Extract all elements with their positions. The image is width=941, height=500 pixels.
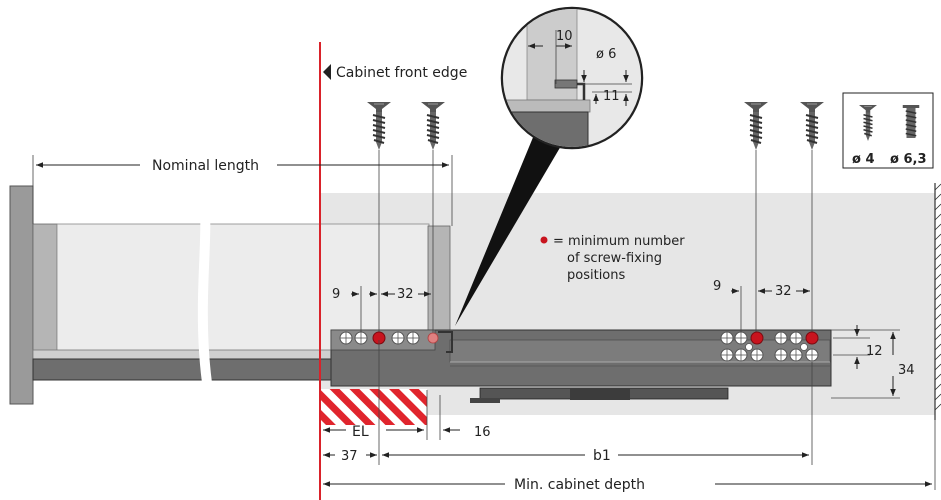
dim-10: 10 — [556, 29, 573, 44]
cabinet-front-edge-label: Cabinet front edge — [336, 65, 467, 81]
dim-37: 37 — [341, 449, 358, 464]
left-hole-group — [339, 331, 439, 345]
screw-icon — [799, 101, 825, 151]
dim-6: ø 6 — [596, 47, 616, 62]
dim-9-left: 9 — [332, 287, 340, 302]
dim-34: 34 — [898, 363, 915, 378]
dim-11: 11 — [603, 89, 620, 104]
required-hole-legend-dot — [540, 236, 548, 244]
front-edge-marker-icon — [323, 64, 331, 80]
min-cabinet-depth-label: Min. cabinet depth — [514, 477, 645, 493]
screw-large-icon — [902, 105, 920, 138]
screw-icon — [420, 101, 446, 151]
break-mark — [197, 180, 213, 390]
b1-label: b1 — [593, 448, 611, 464]
screw-icon — [366, 101, 392, 151]
legend-line-3: positions — [567, 268, 625, 283]
drawer-front-panel — [9, 185, 34, 405]
dim-9-right: 9 — [713, 279, 721, 294]
nominal-length-label: Nominal length — [152, 158, 259, 174]
dim-12: 12 — [866, 344, 883, 359]
dim-32-right: 32 — [775, 284, 792, 299]
screw-small-label: ø 4 — [852, 152, 875, 167]
dim-32-left: 32 — [397, 287, 414, 302]
detail-zoom: 10 ø 6 11 — [455, 6, 644, 326]
dim-16: 16 — [474, 425, 491, 440]
el-label: EL — [352, 424, 369, 440]
screw-icon — [743, 101, 769, 151]
cabinet-rear-wall — [934, 183, 941, 420]
front-hatched-zone — [320, 389, 427, 425]
required-hole — [750, 331, 764, 345]
required-hole — [805, 331, 819, 345]
legend-line-1: = minimum number — [553, 234, 685, 249]
legend-line-2: of screw-fixing — [567, 251, 662, 266]
right-hole-group — [720, 331, 819, 362]
screw-large-label: ø 6,3 — [890, 152, 927, 167]
